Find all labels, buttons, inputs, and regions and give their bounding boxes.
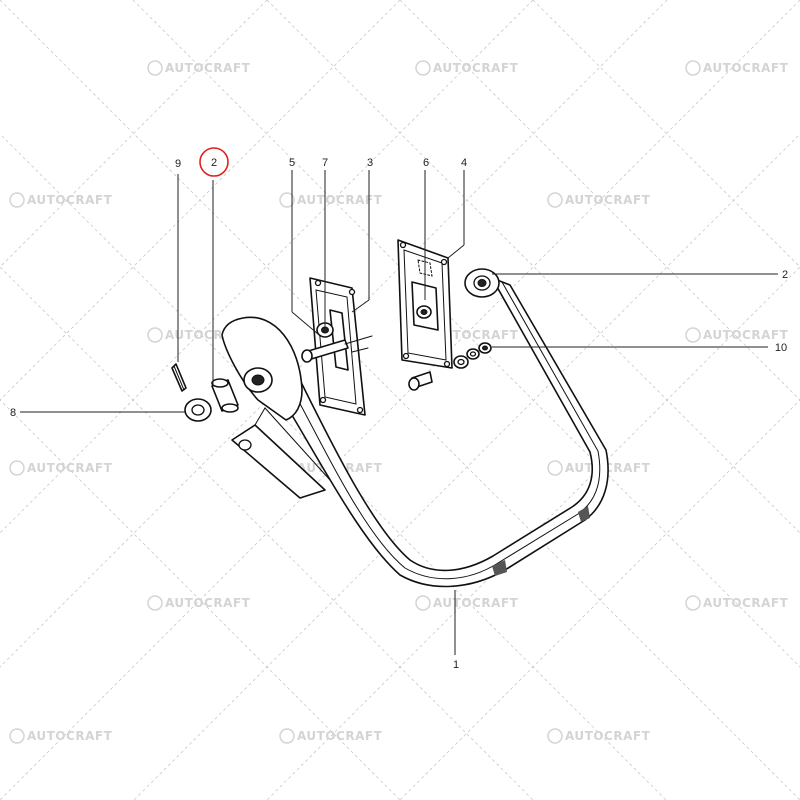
watermark-label: AUTOCRAFT xyxy=(27,461,113,475)
watermark-label: AUTOCRAFT xyxy=(27,193,113,207)
washer xyxy=(184,398,212,422)
callout-7: 7 xyxy=(322,157,328,169)
callout-10: 10 xyxy=(775,342,787,354)
bushing xyxy=(211,378,239,413)
watermark-logo-icon xyxy=(9,728,25,744)
watermark-label: AUTOCRAFT xyxy=(433,61,519,75)
watermark-label: AUTOCRAFT xyxy=(433,596,519,610)
watermark-logo-icon xyxy=(415,60,431,76)
callout-1: 1 xyxy=(453,659,459,671)
watermark-logo-icon xyxy=(147,60,163,76)
split-pin xyxy=(171,363,187,392)
watermark-label: AUTOCRAFT xyxy=(27,729,113,743)
watermark-logo-icon xyxy=(9,460,25,476)
watermark-logo-icon xyxy=(547,460,563,476)
watermark-label: AUTOCRAFT xyxy=(565,193,651,207)
callout-5: 5 xyxy=(289,157,295,169)
callout-2-right: 2 xyxy=(782,269,788,281)
watermark-label: AUTOCRAFT xyxy=(703,596,789,610)
callout-6: 6 xyxy=(423,157,429,169)
callout-9: 9 xyxy=(175,158,181,170)
watermark-label: AUTOCRAFT xyxy=(165,596,251,610)
watermark-label: AUTOCRAFT xyxy=(703,328,789,342)
washer-nut-set xyxy=(453,342,492,369)
callout-2-circled: 2 xyxy=(211,157,217,169)
callout-4: 4 xyxy=(461,157,467,169)
watermark-label: AUTOCRAFT xyxy=(297,729,383,743)
u-tube-bar xyxy=(277,268,609,588)
watermark-label: AUTOCRAFT xyxy=(165,61,251,75)
leader-lines xyxy=(20,170,778,655)
watermark-logo-icon xyxy=(685,60,701,76)
callout-labels: 9 2 5 7 3 6 4 2 10 8 1 xyxy=(10,157,788,671)
watermark-logo-icon xyxy=(547,728,563,744)
watermark-logo-icon xyxy=(279,192,295,208)
watermark-logo-icon xyxy=(547,192,563,208)
pivot-plate xyxy=(221,316,331,499)
watermark-logo-icon xyxy=(685,595,701,611)
watermark-logo-icon xyxy=(147,327,163,343)
watermark-logo-icon xyxy=(147,595,163,611)
watermark-logo-icon xyxy=(9,192,25,208)
bolt-and-pin xyxy=(301,322,373,363)
watermark-logo-icon xyxy=(685,327,701,343)
watermark-labels: AUTOCRAFT AUTOCRAFT AUTOCRAFT AUTOCRAFT AUTO… xyxy=(9,60,789,744)
watermark-label: AUTOCRAFT xyxy=(703,61,789,75)
watermark-label: AUTOCRAFT xyxy=(565,729,651,743)
callout-3: 3 xyxy=(367,157,373,169)
watermark-label: AUTOCRAFT xyxy=(297,193,383,207)
watermark-logo-icon xyxy=(279,728,295,744)
bolt xyxy=(408,371,433,391)
highlight-circle xyxy=(199,147,229,177)
watermark-logo-icon xyxy=(415,595,431,611)
right-slotted-plate xyxy=(397,239,453,369)
watermark-label: AUTOCRAFT xyxy=(433,328,519,342)
callout-8: 8 xyxy=(10,407,16,419)
